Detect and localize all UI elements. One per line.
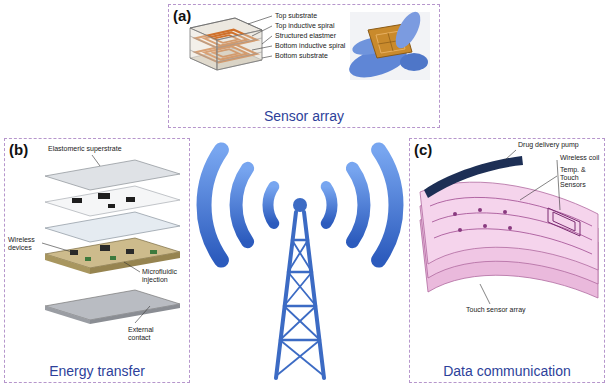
part-label: Top substrate xyxy=(275,12,355,20)
part-label: External contact xyxy=(128,326,176,341)
part-label: Bottom substrate xyxy=(275,52,355,60)
part-label: Wireless coil xyxy=(560,154,602,162)
panel-letter: (c) xyxy=(414,141,432,158)
leader-lines xyxy=(248,16,272,58)
panel-box: (b) Energy transfer xyxy=(4,138,190,383)
exploded-layers xyxy=(45,160,190,324)
part-label: Wireless devices xyxy=(8,236,44,251)
sensor-stack xyxy=(190,18,262,70)
part-label: Touch sensor array xyxy=(466,306,546,314)
part-label: Microfluidic injection xyxy=(142,268,186,283)
leader-lines xyxy=(42,155,150,323)
part-label: Elastomeric superstrate xyxy=(48,145,148,153)
part-label: Temp. & Touch Sensors xyxy=(560,166,602,189)
panel-caption: Data communication xyxy=(443,363,571,379)
part-label: Drug delivery pump xyxy=(518,141,598,149)
leader-lines xyxy=(480,150,560,304)
part-label: Bottom inductive spiral xyxy=(275,42,355,50)
radio-tower xyxy=(204,150,396,378)
part-label: Structured elastmer xyxy=(275,32,355,40)
part-label: Top inductive spiral xyxy=(275,22,355,30)
panel-letter: (b) xyxy=(9,141,28,158)
sensor-photo xyxy=(345,8,430,84)
panel-caption: Sensor array xyxy=(264,108,344,124)
panel-caption: Energy transfer xyxy=(49,363,145,379)
panel-letter: (a) xyxy=(173,7,191,24)
